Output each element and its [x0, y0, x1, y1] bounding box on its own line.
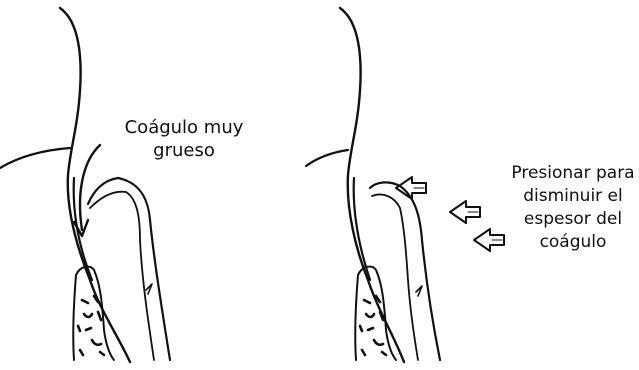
right-caption-line-4: coágulo	[498, 231, 639, 254]
left-panel-drawing	[0, 8, 170, 362]
left-gum-line	[0, 148, 70, 168]
right-bone-texture	[360, 296, 386, 355]
right-caption-line-3: espesor del	[498, 208, 639, 231]
left-gum-flap	[88, 178, 170, 360]
right-panel-drawing	[306, 8, 504, 362]
right-caption-line-1: Presionar para	[498, 162, 639, 185]
right-bone-crest	[355, 267, 396, 360]
left-tooth-outline	[60, 8, 130, 362]
right-gum-line	[306, 150, 348, 166]
right-caption: Presionar para disminuir el espesor del …	[498, 162, 639, 254]
right-flap-tick	[416, 286, 422, 296]
left-bone-crest	[73, 267, 114, 360]
right-caption-line-2: disminuir el	[498, 185, 639, 208]
left-caption-line-2: grueso	[96, 139, 272, 162]
right-gum-flap	[370, 182, 440, 360]
left-gum-flap-inner	[90, 192, 154, 360]
left-caption: Coágulo muy grueso	[96, 116, 272, 162]
left-flap-tick	[146, 284, 152, 294]
left-caption-line-1: Coágulo muy	[96, 116, 272, 139]
